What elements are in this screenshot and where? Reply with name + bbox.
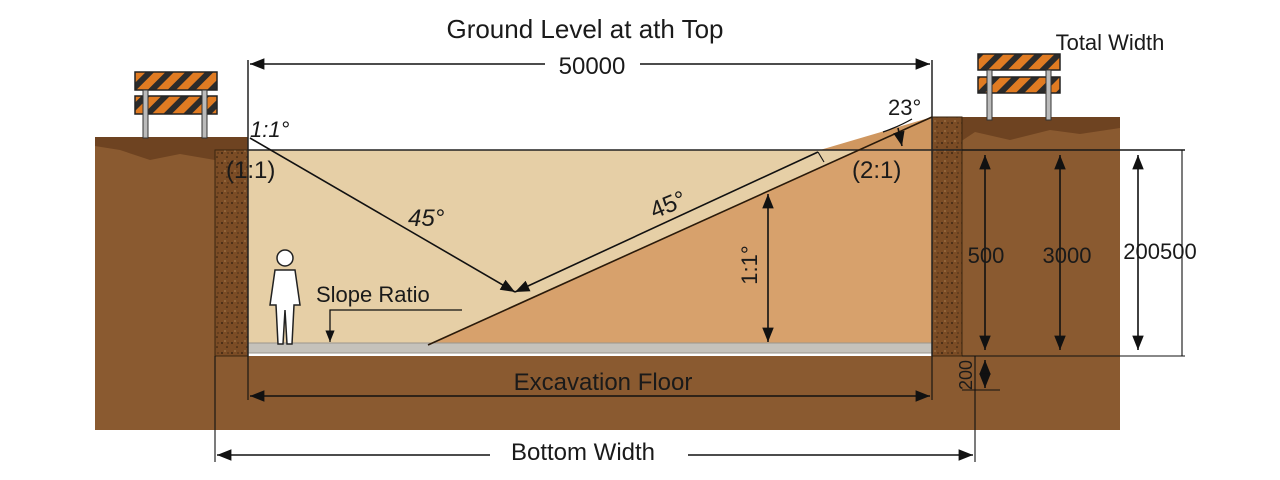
bottom-width-label: Bottom Width [511,439,655,466]
retaining-wall-right [931,116,963,357]
angle-arc-top [882,118,913,133]
slope-ratio-leader [325,309,462,342]
top-angle-label: 23° [888,95,921,120]
person-scale-figure [269,249,301,345]
retaining-wall-left [214,149,249,357]
left-ratio-label: (1:1) [226,157,275,184]
ground-crust-left [95,137,248,160]
excavation-floor [247,342,933,354]
right-ratio-label: (2:1) [852,157,901,184]
dim-500-label: 500 [968,243,1005,268]
slope-length-dimension [514,151,819,293]
dim-3000-label: 3000 [1043,243,1092,268]
dim-200500-label: 200500 [1123,239,1196,264]
slope-wedge-top [820,117,932,150]
barrier-left [134,71,218,139]
ground-crust-right [932,117,1120,142]
left-diagonal-line [249,137,516,293]
slope-ratio-label: Slope Ratio [316,282,430,307]
slope-line [427,116,933,346]
left-angle-label: 45° [408,205,445,232]
floor-label: Excavation Floor [514,369,693,396]
top-width-value: 50000 [559,53,626,80]
barrier-right [977,53,1061,121]
top-title: Ground Level at ath Top [446,14,723,44]
left-slope-label: 1:1° [250,117,290,142]
total-width-label: Total Width [1056,30,1165,55]
slope-tick [817,151,825,163]
angle-pointer [893,127,905,147]
vertical-ratio-label: 1:1° [737,245,762,284]
dim-200-label: 200 [956,360,976,390]
